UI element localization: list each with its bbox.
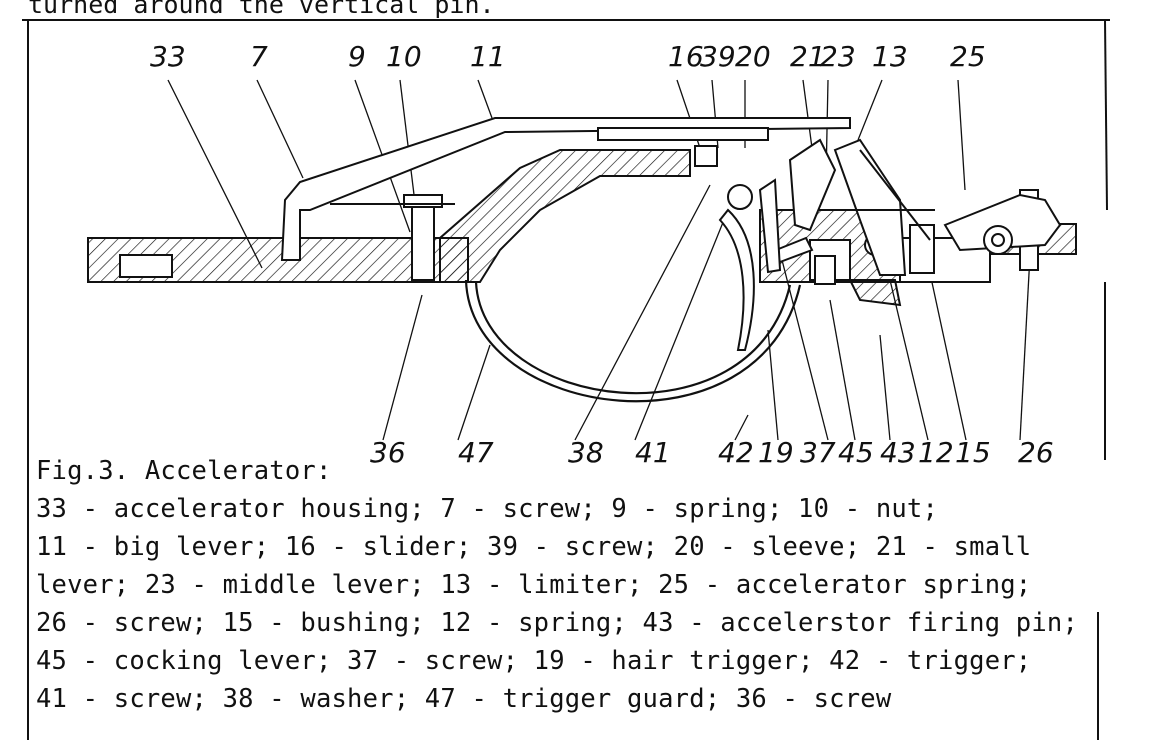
label-42: 42 <box>718 436 754 469</box>
label-26: 26 <box>1018 436 1054 469</box>
label-45: 45 <box>838 436 874 469</box>
label-41: 41 <box>635 436 671 469</box>
label-36: 36 <box>370 436 406 469</box>
caption-line: 33 - accelerator housing; 7 - screw; 9 -… <box>36 494 939 524</box>
label-15: 15 <box>955 436 991 469</box>
caption-line: 11 - big lever; 16 - slider; 39 - screw;… <box>36 532 1032 562</box>
label-23: 23 <box>820 40 856 73</box>
big-lever <box>280 117 851 261</box>
header-fragment: turned around the vertical pin. <box>28 0 495 19</box>
trigger-guard <box>464 279 802 403</box>
trigger <box>718 178 782 351</box>
caption-line: 26 - screw; 15 - bushing; 12 - spring; 4… <box>36 608 1079 638</box>
label-10: 10 <box>386 40 422 73</box>
label-7: 7 <box>250 40 268 73</box>
middle-levers <box>788 138 935 307</box>
label-20: 20 <box>735 40 771 73</box>
label-16: 16 <box>668 40 704 73</box>
label-43: 43 <box>880 436 916 469</box>
label-33: 33 <box>150 40 186 73</box>
label-25: 25 <box>950 40 986 73</box>
figure-caption-title: Fig.3. Accelerator: <box>36 456 332 486</box>
label-19: 19 <box>758 436 794 469</box>
part-number-labels-bottom: 36 47 38 41 42 19 37 45 43 12 15 26 <box>370 436 1054 469</box>
caption-line: lever; 23 - middle lever; 13 - limiter; … <box>36 570 1032 600</box>
label-12: 12 <box>918 436 954 469</box>
label-47: 47 <box>458 436 494 469</box>
label-9: 9 <box>348 40 366 73</box>
label-39: 39 <box>700 40 736 73</box>
accelerator-spring-arm <box>943 193 1062 255</box>
caption-line: 45 - cocking lever; 37 - screw; 19 - hai… <box>36 646 1032 676</box>
figure-frame <box>22 19 1110 740</box>
label-37: 37 <box>800 436 836 469</box>
label-13: 13 <box>872 40 908 73</box>
caption-line: 41 - screw; 38 - washer; 47 - trigger gu… <box>36 684 892 714</box>
label-38: 38 <box>568 436 604 469</box>
part-number-labels-top: 33 7 9 10 11 16 39 20 21 23 13 25 <box>150 40 986 73</box>
label-11: 11 <box>470 40 506 73</box>
label-21: 21 <box>790 40 826 73</box>
